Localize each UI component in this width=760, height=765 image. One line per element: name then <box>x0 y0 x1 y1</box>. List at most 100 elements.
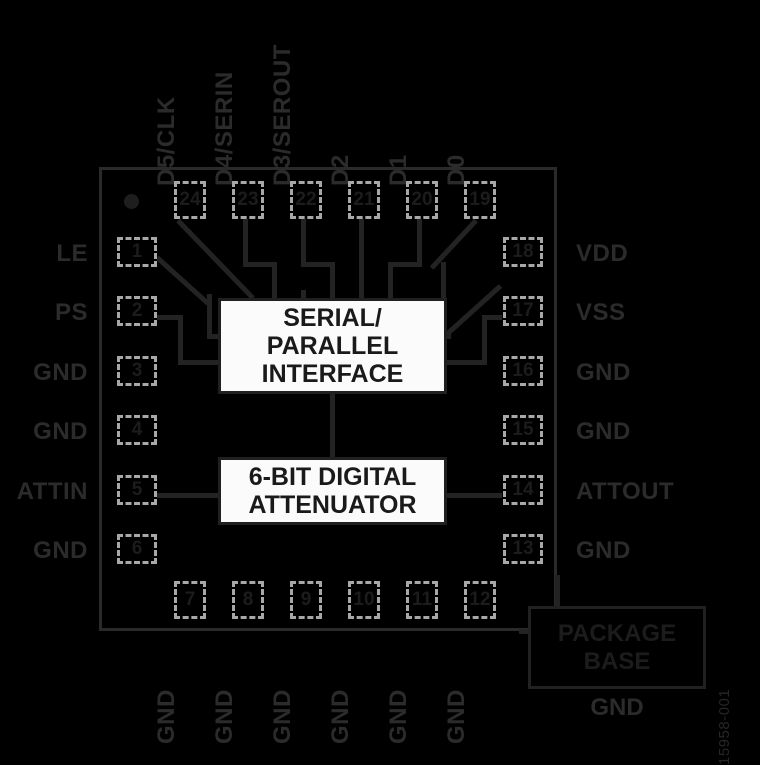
pin-pad-6: 6 <box>117 534 157 564</box>
wire-pin20-v1 <box>417 218 422 264</box>
pin-number: 14 <box>512 479 534 500</box>
pin-pad-4: 4 <box>117 415 157 445</box>
wire-pin21-v <box>359 218 364 300</box>
pin-pad-2: 2 <box>117 296 157 326</box>
pin-number: 12 <box>469 589 491 610</box>
pin-label-d3-serout: D3/SEROUT <box>269 44 296 186</box>
pin-number: 2 <box>131 300 143 321</box>
pin-number: 8 <box>242 589 254 610</box>
wire-pin2-h1 <box>157 315 183 320</box>
pin-label-d1: D1 <box>385 154 412 186</box>
pin-pad-14: 14 <box>503 475 543 505</box>
pin-label-d5-clk: D5/CLK <box>153 96 180 186</box>
pin-label-gnd-3: GND <box>33 359 88 386</box>
pin-number: 18 <box>512 241 534 262</box>
wire-pin17-h1 <box>441 360 487 365</box>
pin-label-gnd-16: GND <box>576 359 631 386</box>
pin-label-gnd-10: GND <box>327 689 354 744</box>
pin-pad-21: 21 <box>348 181 380 219</box>
wire-pin19-v <box>441 262 446 300</box>
pin-label-ps: PS <box>54 299 88 326</box>
pin-number: 5 <box>131 479 143 500</box>
package-base-gnd-label: GND <box>590 694 644 721</box>
pin-number: 24 <box>179 189 201 210</box>
pin-label-le: LE <box>56 240 88 267</box>
pin-pad-3: 3 <box>117 356 157 386</box>
wire-pin22-v1 <box>301 218 306 264</box>
pin-number: 16 <box>512 360 534 381</box>
pin-label-gnd-8: GND <box>211 689 238 744</box>
wire-pin23-v1 <box>243 218 248 264</box>
wire-attout-pin14 <box>445 493 502 498</box>
package-outline <box>99 167 557 631</box>
pin-pad-9: 9 <box>290 581 322 619</box>
pin-label-d0: D0 <box>443 154 470 186</box>
wire-pin17-v <box>482 315 487 363</box>
pin-pad-23: 23 <box>232 181 264 219</box>
wire-pin17-h2 <box>482 315 502 320</box>
figure-number: 15958-001 <box>716 688 733 765</box>
pin-label-gnd-13: GND <box>576 537 631 564</box>
pin-label-d4-serin: D4/SERIN <box>211 71 238 186</box>
package-base-box: PACKAGE BASE <box>528 606 706 689</box>
interface-line-2: PARALLEL <box>266 332 399 360</box>
pin-number: 1 <box>131 241 143 262</box>
pin-label-attout: ATTOUT <box>576 478 675 505</box>
package-base-line-1: PACKAGE <box>557 619 677 647</box>
pin-pad-16: 16 <box>503 356 543 386</box>
serial-parallel-interface-block: SERIAL/ PARALLEL INTERFACE <box>218 298 447 394</box>
pin-label-attin: ATTIN <box>16 478 88 505</box>
pin-pad-1: 1 <box>117 237 157 267</box>
wire-pin22-h <box>301 262 335 267</box>
pin-number: 10 <box>353 589 375 610</box>
pin-number: 17 <box>512 300 534 321</box>
pin-number: 6 <box>131 538 143 559</box>
wire-pin24-v <box>301 290 306 300</box>
pin-pad-10: 10 <box>348 581 380 619</box>
pin-number: 21 <box>353 189 375 210</box>
pin-pad-19: 19 <box>464 181 496 219</box>
pin-label-gnd-15: GND <box>576 418 631 445</box>
pin-number: 9 <box>300 589 312 610</box>
pin-number: 22 <box>295 189 317 210</box>
package-base-line-2: BASE <box>583 647 651 675</box>
wire-pin22-v2 <box>330 262 335 300</box>
pin-pad-22: 22 <box>290 181 322 219</box>
attenuator-line-1: 6-BIT DIGITAL <box>248 463 417 491</box>
pin-number: 20 <box>411 189 433 210</box>
pin-number: 7 <box>184 589 196 610</box>
wire-pin5-attin <box>157 493 220 498</box>
pin-pad-5: 5 <box>117 475 157 505</box>
pin-number: 4 <box>131 419 143 440</box>
pin-number: 15 <box>512 419 534 440</box>
wire-pkgbase-v <box>555 575 560 608</box>
wire-interface-attenuator <box>330 392 335 459</box>
pin-label-gnd-7: GND <box>153 689 180 744</box>
pin-pad-17: 17 <box>503 296 543 326</box>
pin-label-d2: D2 <box>327 154 354 186</box>
pin-pad-15: 15 <box>503 415 543 445</box>
wire-pin2-v <box>178 315 183 365</box>
pin-number: 3 <box>131 360 143 381</box>
pin-pad-24: 24 <box>174 181 206 219</box>
wire-pin20-v2 <box>388 262 393 300</box>
pin-label-vss: VSS <box>576 299 626 326</box>
wire-pin1-v <box>207 294 212 337</box>
pin-label-vdd: VDD <box>576 240 629 267</box>
digital-attenuator-block: 6-BIT DIGITAL ATTENUATOR <box>218 457 447 525</box>
interface-line-3: INTERFACE <box>261 360 404 388</box>
pin-number: 13 <box>512 538 534 559</box>
pin-pad-7: 7 <box>174 581 206 619</box>
wire-pin23-h <box>243 262 277 267</box>
pin-label-gnd-9: GND <box>269 689 296 744</box>
pin-label-gnd-6: GND <box>33 537 88 564</box>
pin-pad-18: 18 <box>503 237 543 267</box>
pin-label-gnd-11: GND <box>385 689 412 744</box>
pin-number: 11 <box>411 589 433 610</box>
interface-line-1: SERIAL/ <box>283 304 382 332</box>
wire-pin20-h <box>388 262 422 267</box>
pin-label-gnd-4: GND <box>33 418 88 445</box>
wire-pin2-h2 <box>178 360 222 365</box>
pin1-indicator-dot <box>124 194 139 209</box>
